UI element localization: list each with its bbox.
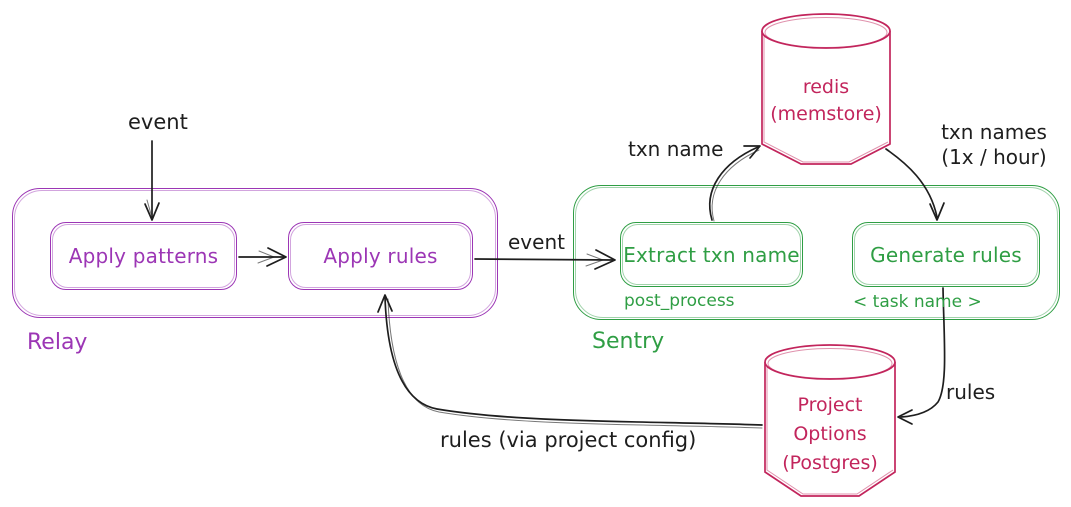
- txn-name-label: txn name: [628, 137, 724, 161]
- project-options-line2: Options: [793, 423, 867, 445]
- txn-names-line2: (1x / hour): [941, 145, 1047, 169]
- rules-via-project-config-label: rules (via project config): [440, 428, 697, 452]
- node-apply-rules: Apply rules: [288, 222, 473, 290]
- relay-group-label: Relay: [27, 330, 88, 355]
- post-process-label: post_process: [624, 291, 735, 311]
- node-extract-txn-name: Extract txn name: [620, 222, 803, 287]
- task-name-label: < task name >: [853, 292, 982, 312]
- project-options-line1: Project: [797, 394, 863, 416]
- relay-container: [12, 188, 498, 318]
- apply-rules-label: Apply rules: [323, 244, 438, 268]
- event-top-label: event: [128, 110, 188, 134]
- rules-label: rules: [946, 380, 996, 404]
- project-options-line3: (Postgres): [782, 452, 878, 474]
- extract-txn-name-label: Extract txn name: [623, 242, 800, 267]
- sentry-group-label: Sentry: [592, 329, 665, 354]
- apply-patterns-label: Apply patterns: [68, 244, 219, 268]
- event-mid-label: event: [508, 230, 565, 254]
- node-generate-rules: Generate rules: [852, 222, 1040, 287]
- project-options-store-label: Project Options (Postgres): [765, 391, 895, 478]
- txn-names-line1: txn names: [941, 120, 1047, 144]
- redis-line2: (memstore): [770, 103, 882, 125]
- redis-store-label: redis (memstore): [762, 74, 890, 128]
- txn-names-label: txn names (1x / hour): [933, 120, 1055, 170]
- sentry-container: [573, 185, 1060, 320]
- node-apply-patterns: Apply patterns: [50, 222, 237, 290]
- redis-line1: redis: [802, 76, 850, 98]
- generate-rules-label: Generate rules: [870, 242, 1022, 267]
